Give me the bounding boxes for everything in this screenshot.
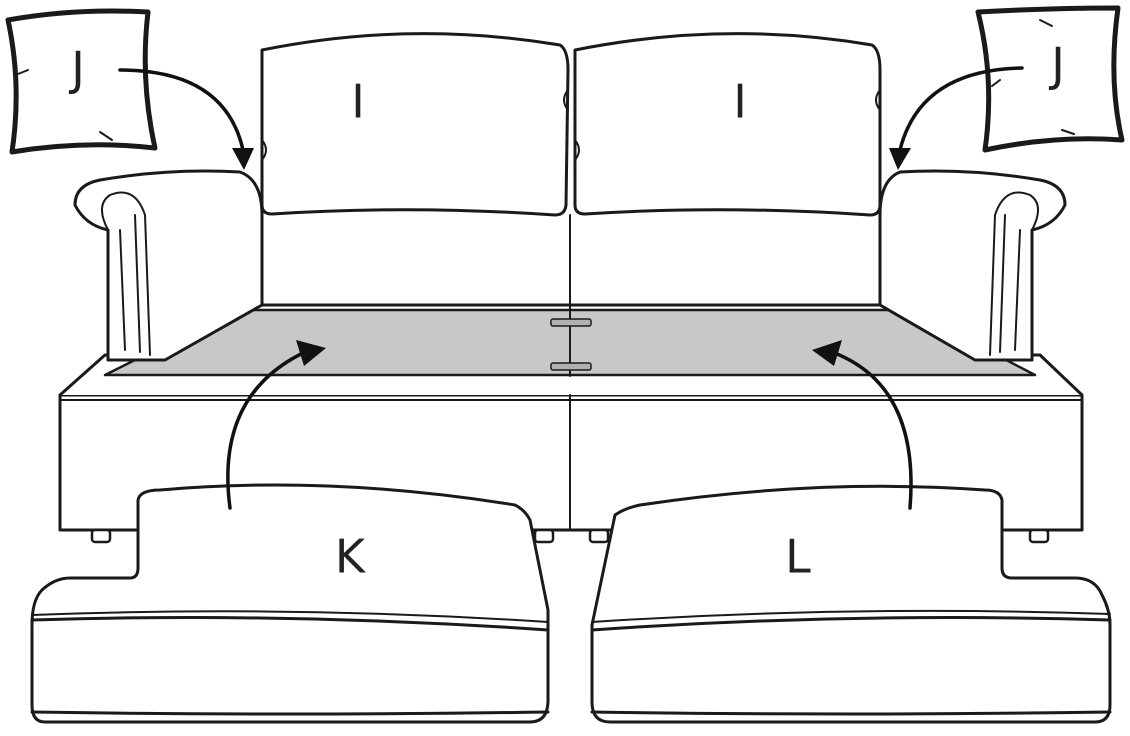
connector-bracket-top [551,319,591,326]
foot-2 [535,530,553,542]
connector-bracket-bottom [551,363,591,370]
seat-cushion-right-label: L [785,530,811,584]
pillow-left-label: J [68,42,85,96]
pillow-left: J [8,11,155,152]
back-cushion-left: I [262,34,568,215]
foot-4 [1030,530,1048,542]
seat-cushion-left-label: K [335,530,367,584]
foot-1 [92,530,110,542]
back-cushion-right: I [575,34,880,215]
back-cushion-left-label: I [351,75,365,129]
pillow-right: J [978,8,1122,150]
back-frame [235,212,910,305]
back-cushion-right-label: I [733,75,747,129]
pillow-right-label: J [1048,38,1065,92]
foot-3 [590,530,608,542]
